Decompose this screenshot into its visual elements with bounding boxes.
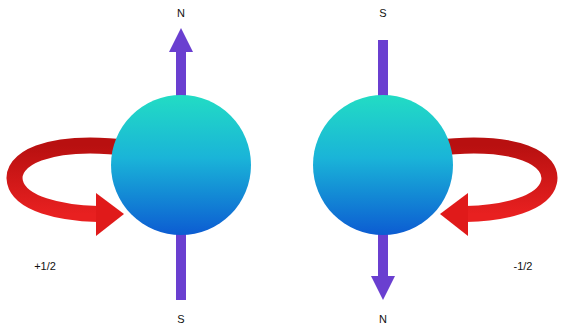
pole-label: N <box>379 313 387 326</box>
axis-arrowhead <box>371 276 395 300</box>
electron-sphere <box>313 95 453 235</box>
electron-sphere <box>111 95 251 235</box>
pole-label: S <box>379 7 386 20</box>
pole-label: N <box>177 7 185 20</box>
axis-arrowhead <box>169 28 193 52</box>
rotation-arrowhead <box>440 193 468 236</box>
rotation-arrowhead <box>96 193 124 236</box>
spin-value: +1/2 <box>34 260 56 273</box>
pole-label: S <box>177 313 184 326</box>
spin-value: -1/2 <box>514 260 533 273</box>
